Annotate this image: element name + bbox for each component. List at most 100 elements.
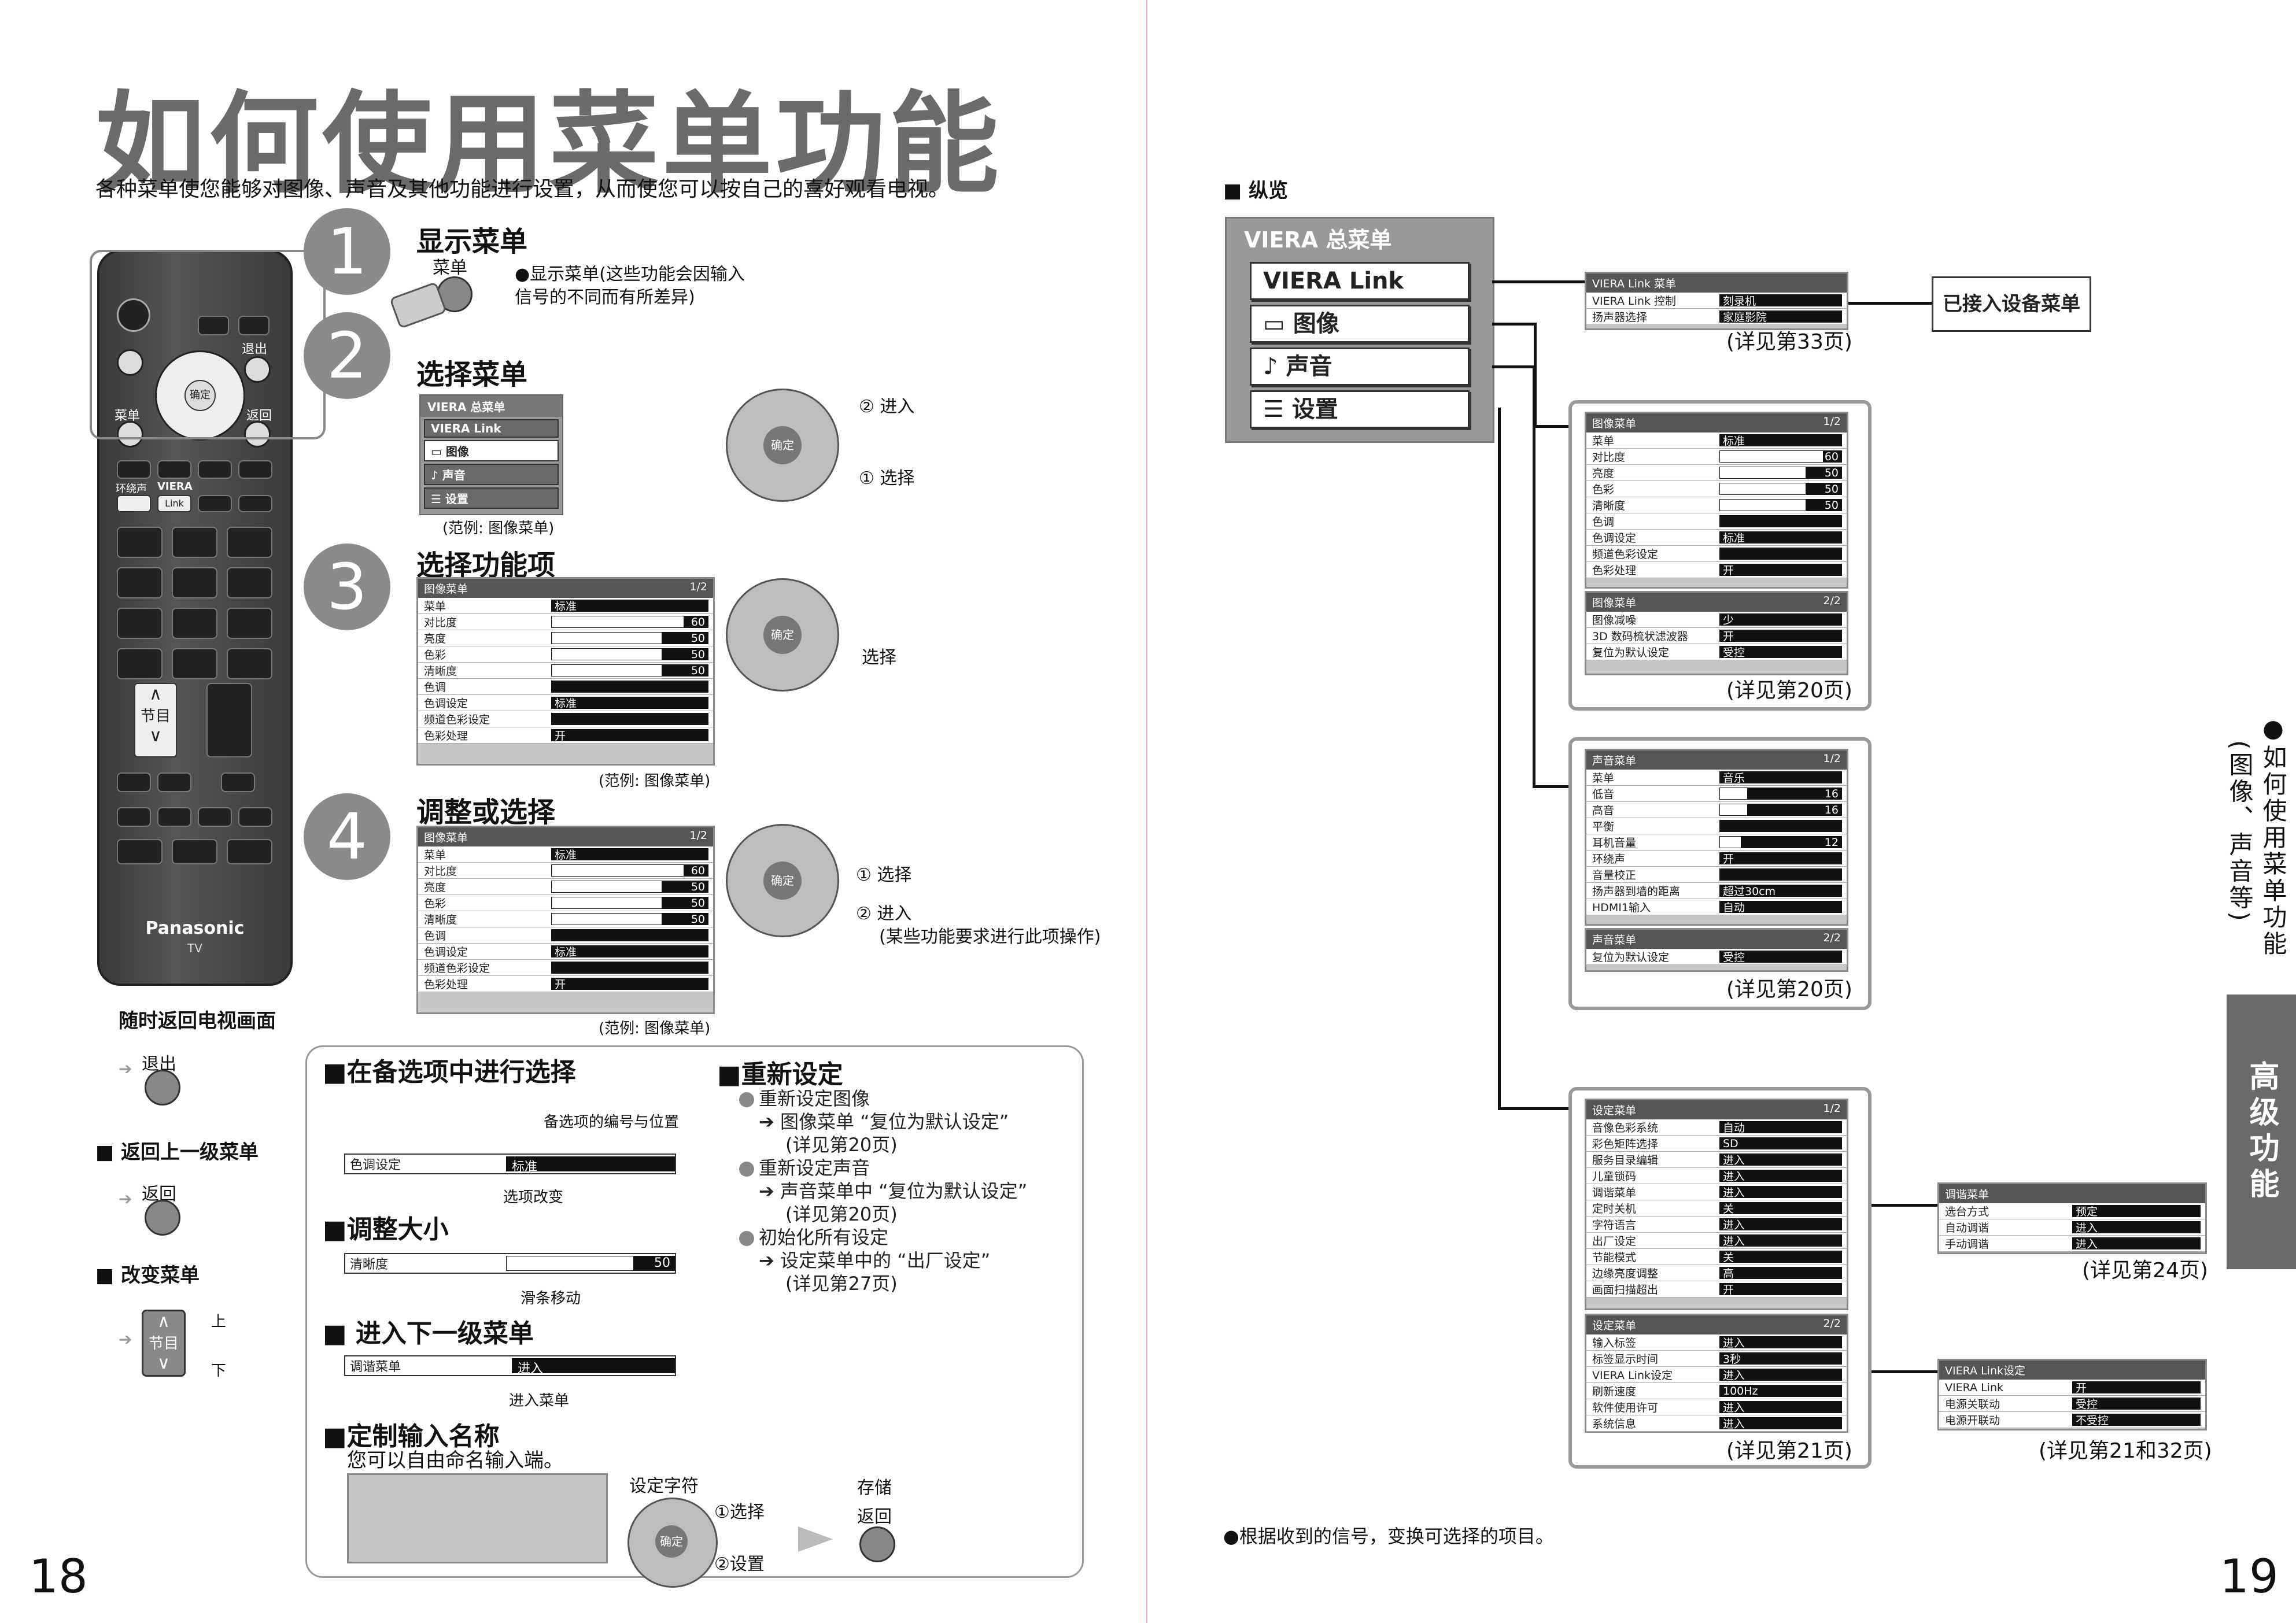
menu-row[interactable]: 手动调谐进入 (1939, 1236, 2205, 1252)
menu-row[interactable]: 服务目录编辑进入 (1586, 1152, 1847, 1168)
remote-key (238, 316, 270, 335)
menu-row[interactable]: 音量校正 (1586, 867, 1847, 883)
menu-row[interactable]: 扬声器选择家庭影院 (1586, 309, 1847, 325)
menu-row[interactable]: 菜单标准 (418, 846, 713, 863)
menu-item-setup[interactable]: ☰ 设置 (1250, 390, 1470, 428)
menu-row[interactable]: 系统信息进入 (1586, 1415, 1847, 1432)
menu-row[interactable]: 菜单音乐 (1586, 770, 1847, 786)
overview-heading: ■ 纵览 (1223, 179, 1288, 202)
menu-row[interactable]: 扬声器到墙的距离超过30cm (1586, 883, 1847, 899)
menu-row-slider-fill (551, 864, 685, 877)
step-1-title: 显示菜单 (416, 225, 528, 258)
menu-row[interactable]: 菜单标准 (418, 598, 713, 614)
menu-row-label: VIERA Link设定 (1592, 1369, 1673, 1382)
menu-row-value (551, 929, 708, 941)
number-key (227, 567, 272, 598)
menu-row[interactable]: 选台方式预定 (1939, 1203, 2205, 1219)
menu-row[interactable]: 边缘亮度调整高 (1586, 1265, 1847, 1281)
menu-row[interactable]: 自动调谐进入 (1939, 1219, 2205, 1236)
menu-row[interactable]: 复位为默认设定受控 (1586, 949, 1847, 965)
menu-row[interactable]: 色彩处理开 (418, 976, 713, 992)
menu-row[interactable]: 3D 数码梳状滤波器开 (1586, 628, 1847, 644)
menu-row-value: 开 (1719, 564, 1842, 577)
menu-item-sound[interactable]: ♪ 声音 (1250, 347, 1470, 386)
menu-row[interactable]: 色调 (418, 927, 713, 944)
menu-row[interactable]: 色彩处理开 (1586, 562, 1847, 578)
menu-row[interactable]: 色调设定标准 (1586, 530, 1847, 546)
choose-row-label: 色调设定 (350, 1158, 401, 1173)
menu-row[interactable]: 电源关联动受控 (1939, 1396, 2205, 1412)
menu-row[interactable]: 调谐菜单进入 (1586, 1184, 1847, 1200)
menu-row[interactable]: 复位为默认设定受控 (1586, 644, 1847, 660)
volume-key (206, 683, 252, 757)
menu-row[interactable]: 出厂设定进入 (1586, 1233, 1847, 1249)
menu-row[interactable]: 电源开联动不受控 (1939, 1412, 2205, 1428)
menu-row[interactable]: 软件使用许可进入 (1586, 1399, 1847, 1415)
menu-item-picture[interactable]: ▭ 图像 (1250, 305, 1470, 343)
menu-row[interactable]: 定时关机关 (1586, 1200, 1847, 1217)
menu-row-value: 进入 (1719, 1234, 1842, 1248)
menu-row[interactable]: 色调 (418, 679, 713, 695)
menu-row[interactable]: 色调 (1586, 513, 1847, 530)
menu-row[interactable]: 节能模式关 (1586, 1249, 1847, 1265)
ok-button-icon: 确定 (763, 426, 802, 464)
menu-row[interactable]: 输入标签进入 (1586, 1334, 1847, 1351)
menu-row[interactable]: 色调设定标准 (418, 695, 713, 711)
menu-row[interactable]: VIERA Link设定进入 (1586, 1367, 1847, 1383)
menu-row[interactable]: 儿童锁码进入 (1586, 1168, 1847, 1184)
menu-row[interactable]: 色彩处理开 (418, 727, 713, 744)
menu-row[interactable]: 画面扫描超出开 (1586, 1281, 1847, 1297)
menu-row[interactable]: 频道色彩设定 (1586, 546, 1847, 562)
menu-row[interactable]: 频道色彩设定 (418, 960, 713, 976)
menu-row[interactable]: 频道色彩设定 (418, 711, 713, 727)
menu-row[interactable]: 环绕声开 (1586, 851, 1847, 867)
remote-key (238, 460, 272, 479)
mini-menu-header: VIERA 总菜单 (420, 395, 562, 417)
menu-row-value: 预定 (2072, 1205, 2201, 1218)
remote-highlight-frame (90, 250, 326, 439)
menu-row-number: 16 (1824, 787, 1839, 800)
menu-row[interactable]: 平衡 (1586, 818, 1847, 834)
tuning-menu: 调谐菜单选台方式预定自动调谐进入手动调谐进入 (1937, 1182, 2207, 1254)
menu-row-label: 色调设定 (424, 946, 468, 959)
menu-row[interactable]: 图像减噪少 (1586, 612, 1847, 628)
menu-row[interactable]: 色调设定标准 (418, 944, 713, 960)
menu-row[interactable]: HDMI1输入自动 (1586, 899, 1847, 915)
menu-row[interactable]: 字符语言进入 (1586, 1217, 1847, 1233)
remote-key (198, 807, 232, 827)
menu-row-label: 电源关联动 (1945, 1398, 2000, 1411)
menu-row-value: 标准 (1719, 531, 1842, 545)
return-tv-heading: 随时返回电视画面 (119, 1010, 276, 1033)
menu-row-label: 菜单 (424, 849, 446, 862)
menu-item-viera-link[interactable]: VIERA Link (1250, 262, 1470, 300)
menu-row-number: 50 (1824, 498, 1839, 512)
menu-row[interactable]: 音像色彩系统自动 (1586, 1119, 1847, 1136)
menu-row[interactable]: 菜单标准 (1586, 432, 1847, 449)
menu-row-label: 3D 数码梳状滤波器 (1592, 630, 1688, 643)
menu-row-value: 50 (1719, 467, 1842, 479)
menu-row-label: 对比度 (1592, 451, 1626, 464)
menu-row-label: 耳机音量 (1592, 837, 1637, 849)
menu-row[interactable]: VIERA Link 控制刻录机 (1586, 293, 1847, 309)
step-3-circle: 3 (304, 544, 390, 630)
